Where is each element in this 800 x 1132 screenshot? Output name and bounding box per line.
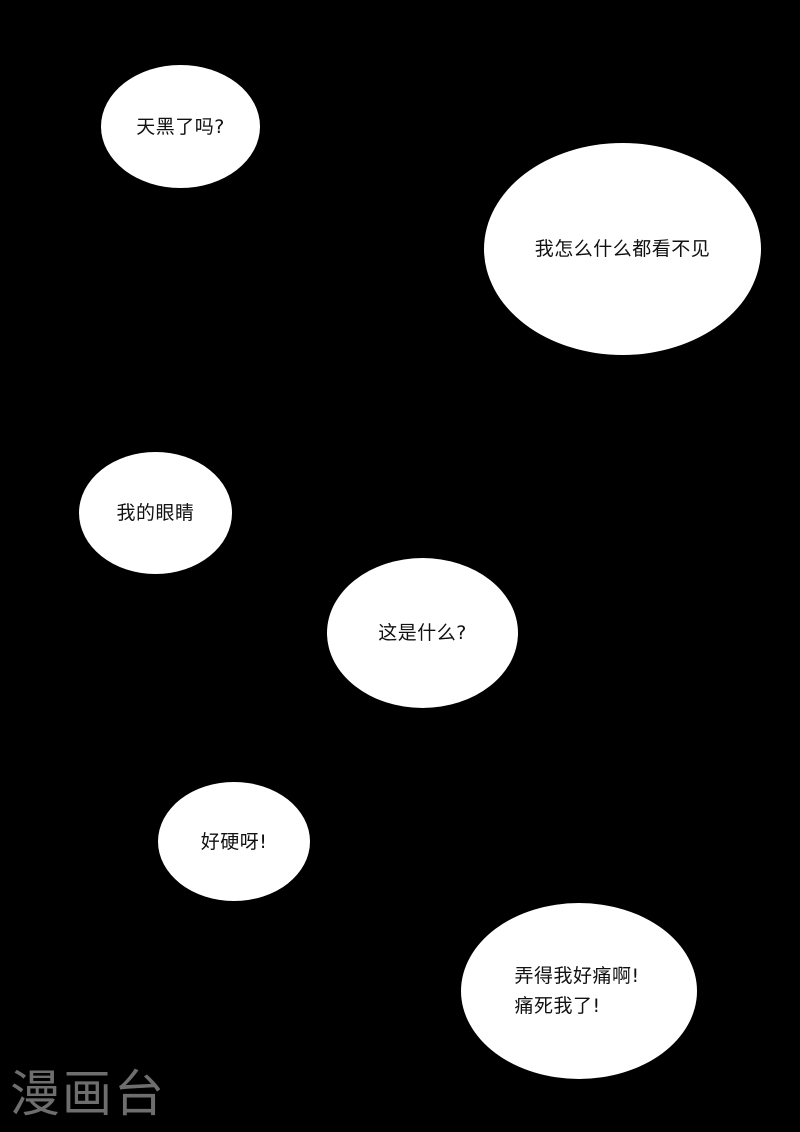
site-watermark: 漫画台 xyxy=(10,1065,166,1123)
speech-bubble-text: 我的眼睛 xyxy=(116,502,195,524)
speech-bubble-5: 好硬呀! xyxy=(158,782,310,901)
speech-bubble-text: 天黑了吗? xyxy=(136,115,225,138)
speech-bubble-3: 我的眼睛 xyxy=(79,452,232,574)
speech-bubble-6: 弄得我好痛啊! 痛死我了! xyxy=(461,903,697,1079)
speech-bubble-1: 天黑了吗? xyxy=(101,65,260,188)
speech-bubble-text: 这是什么? xyxy=(378,622,467,644)
speech-bubble-text: 好硬呀! xyxy=(200,830,268,853)
speech-bubble-4: 这是什么? xyxy=(327,558,518,708)
speech-bubble-text: 我怎么什么都看不见 xyxy=(534,238,711,260)
speech-bubble-text: 弄得我好痛啊! 痛死我了! xyxy=(514,965,640,1017)
speech-bubble-2: 我怎么什么都看不见 xyxy=(484,143,761,355)
